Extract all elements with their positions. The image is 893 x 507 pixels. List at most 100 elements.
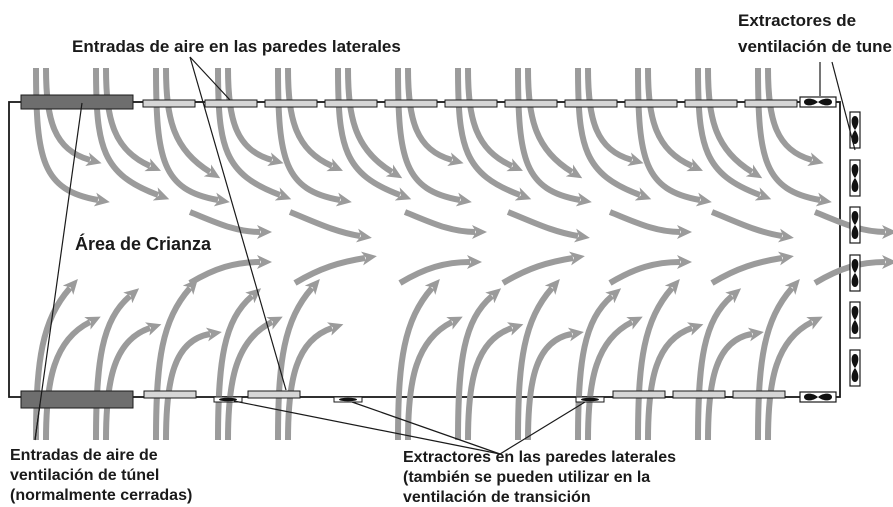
tunnel-fan-blades [851, 164, 859, 192]
tunnel-inlet-bottom [20, 390, 134, 409]
label-rearing-area: Área de Crianza [75, 233, 212, 254]
label-side-fans-3: ventilación de transición [403, 489, 591, 506]
inlet-airflow-arrow [585, 316, 643, 441]
leader-tunnel-fans-b [831, 61, 856, 151]
tunnel-airflow-arrow [501, 251, 585, 286]
inlet-airflow-arrow [395, 278, 440, 441]
side-wall-inlet [684, 99, 738, 108]
tunnel-fan-blades [851, 116, 859, 144]
inlet-airflow-arrow [103, 67, 161, 172]
label-tunnel-inlets-1: Entradas de aire de [10, 447, 158, 464]
inlet-airflow-arrow [515, 67, 592, 207]
side-wall-inlet [384, 99, 438, 108]
tunnel-fan-blades [851, 211, 859, 239]
leader-side-fans-c [499, 401, 586, 455]
tunnel-airflow-arrow [398, 255, 482, 286]
airflow-arrows [33, 67, 893, 441]
leader-side-fans-a [233, 400, 501, 455]
inlet-airflow-arrow [43, 67, 102, 166]
side-wall-inlet [732, 390, 786, 399]
inlet-airflow-arrow [525, 327, 584, 441]
tunnel-airflow-arrow [506, 209, 590, 243]
inlet-airflow-arrow [755, 67, 832, 207]
inlet-airflow-arrow [215, 288, 262, 441]
tunnel-inlet-top [20, 94, 134, 110]
tunnel-airflow-arrow [710, 251, 794, 286]
side-wall-inlet [324, 99, 378, 108]
leader-side-inlets-b [189, 56, 287, 391]
side-wall-inlet [504, 99, 558, 108]
tunnel-airflow-arrow [608, 209, 692, 239]
inlet-airflow-arrow [335, 67, 412, 201]
side-wall-inlet [204, 99, 258, 108]
inlet-airflow-arrow [345, 67, 403, 179]
inlet-airflow-arrow [755, 278, 800, 441]
inlet-airflow-arrow [275, 67, 352, 207]
inlet-airflow-arrow [163, 67, 221, 179]
inlet-airflow-arrow [645, 67, 703, 172]
tunnel-fan-blades [851, 259, 859, 287]
label-tunnel-inlets-3: (normalmente cerradas) [10, 487, 192, 504]
inlet-airflow-arrow [465, 67, 523, 172]
side-wall-fan-blades [339, 397, 357, 402]
side-wall-inlet [142, 99, 196, 108]
inlet-airflow-arrow [525, 67, 583, 179]
inlet-airflow-arrow [585, 67, 644, 166]
inlet-airflow-arrow [575, 288, 622, 441]
inlet-airflow-arrow [43, 316, 101, 441]
side-wall-fan-blades [219, 397, 237, 402]
inlet-airflow-arrow [765, 67, 824, 166]
inlet-airflow-arrow [395, 67, 472, 207]
side-wall-inlet [444, 99, 498, 108]
label-tunnel-fans-1: Extractores de [738, 11, 856, 30]
tunnel-fan-blades [851, 306, 859, 334]
leader-side-fans-b [351, 401, 501, 455]
inlet-airflow-arrow [765, 316, 823, 441]
exhaust-fans [213, 96, 861, 403]
tunnel-airflow-arrow [188, 255, 272, 286]
inlet-airflow-arrow [93, 288, 140, 441]
inlet-airflow-arrow [635, 67, 712, 207]
side-wall-inlets [142, 99, 798, 399]
side-wall-inlet [247, 390, 301, 399]
inlet-airflow-arrow [275, 278, 320, 441]
tunnel-airflow-arrow [293, 251, 377, 286]
inlet-airflow-arrow [163, 327, 222, 441]
leader-tunnel-inlets-b [34, 403, 41, 441]
side-wall-inlet [564, 99, 618, 108]
inlet-airflow-arrow [705, 67, 763, 179]
side-wall-fan-blades [581, 397, 599, 402]
inlet-airflow-arrow [33, 278, 78, 441]
inlet-airflow-arrow [695, 288, 742, 441]
side-wall-inlet [264, 99, 318, 108]
label-side-fans-2: (también se pueden utilizar en la [403, 469, 650, 486]
inlet-airflow-arrow [285, 322, 344, 441]
tunnel-airflow-arrow [188, 209, 272, 239]
inlet-airflow-arrow [153, 278, 198, 441]
inlet-airflow-arrow [405, 67, 464, 166]
inlet-airflow-arrow [515, 278, 560, 441]
inlet-airflow-arrow [225, 316, 283, 441]
inlet-airflow-arrow [635, 278, 680, 441]
side-wall-inlet [612, 390, 666, 399]
inlet-airflow-arrow [455, 288, 502, 441]
side-wall-inlet [744, 99, 798, 108]
inlet-airflow-arrow [215, 67, 292, 201]
inlet-airflow-arrow [465, 322, 524, 441]
tunnel-airflow-arrow [710, 209, 794, 243]
inlet-airflow-arrow [455, 67, 532, 201]
inlet-airflow-arrow [103, 322, 162, 441]
inlet-airflow-arrow [225, 67, 284, 166]
inlet-airflow-arrow [285, 67, 343, 172]
label-tunnel-fans-2: ventilación de tunel [738, 37, 893, 56]
inlet-airflow-arrow [705, 327, 764, 441]
leader-lines [34, 56, 856, 455]
label-tunnel-inlets-2: ventilación de túnel [10, 467, 159, 484]
inlet-airflow-arrow [575, 67, 652, 201]
tunnel-airflow-arrow [288, 209, 372, 243]
tunnel-airflow-arrow [608, 255, 692, 286]
inlet-airflow-arrow [153, 67, 230, 207]
inlet-airflow-arrow [405, 316, 463, 441]
side-wall-inlet [672, 390, 726, 399]
label-side-inlets: Entradas de aire en las paredes laterale… [72, 37, 401, 56]
